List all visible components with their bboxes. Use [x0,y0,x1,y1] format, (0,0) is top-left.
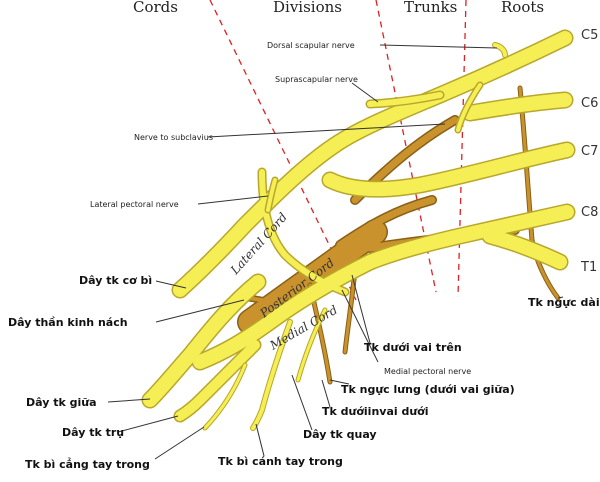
root-c8: C8 [581,205,598,220]
root-c6: C6 [581,96,598,111]
header-roots: Roots [501,0,544,16]
label-med-cut-forearm: Tk bì cẳng tay trong [25,457,150,471]
label-axillary: Dây thần kinh nách [8,316,128,329]
thin-branches [202,42,508,431]
label-lower-subscapular: Tk dướiinvai dưới [322,405,429,418]
label-nerve-to-subclavius: Nerve to subclavius [134,133,213,142]
leader-lines [107,44,564,460]
header-trunks: Trunks [404,0,457,16]
label-upper-subscapular: Tk dưới vai trên [364,341,462,354]
label-dorsal-scapular: Dorsal scapular nerve [267,41,355,50]
label-radial: Dây tk quay [303,428,377,441]
label-ulnar: Dây tk trụ [62,426,124,439]
label-thoracodorsal: Tk ngực lưng (dưới vai giữa) [341,383,515,396]
label-med-cut-arm: Tk bì cánh tay trong [218,455,343,468]
root-c5: C5 [581,28,598,43]
header-cords: Cords [133,0,178,16]
label-median: Dây tk giữa [26,396,97,409]
divider-trunks-roots [457,0,467,298]
label-medial-pectoral: Medial pectoral nerve [384,367,471,376]
root-t1: T1 [580,260,597,275]
header-divisions: Divisions [273,0,342,16]
root-c7: C7 [581,144,598,159]
label-lateral-pectoral: Lateral pectoral nerve [90,200,179,209]
label-suprascapular: Suprascapular nerve [275,75,358,84]
divider-divisions-trunks [375,0,437,293]
yellow-nerves-fill [143,31,574,421]
label-long-thoracic: Tk ngực dài [528,296,600,309]
label-musculocutaneous: Dây tk cơ bì [79,274,152,287]
